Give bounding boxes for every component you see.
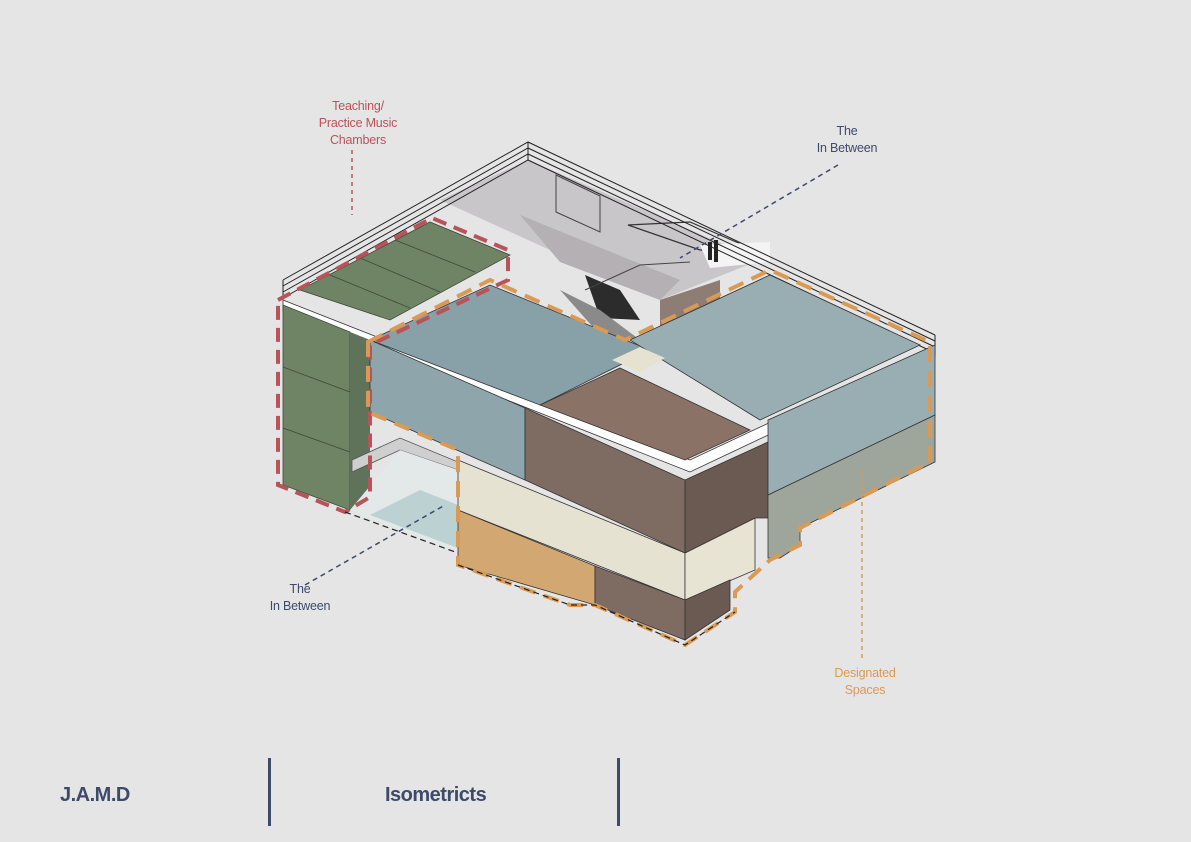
footer-divider [617, 758, 620, 826]
designated-boundary-lower [457, 564, 736, 646]
between-top-leader [679, 164, 839, 259]
footer-brand: J.A.M.D [60, 784, 130, 806]
footer-divider [268, 758, 271, 826]
person-figure-2 [714, 240, 718, 262]
designated-boundary [366, 267, 932, 648]
brown-side [684, 441, 769, 554]
teaching-boundary [276, 215, 510, 515]
stair-area [350, 437, 459, 553]
in-between-top-label: The In Between [816, 124, 878, 155]
teaching-chambers-label: Teaching/ Practice Music Chambers [318, 99, 398, 147]
person-figure-1 [708, 242, 712, 260]
blue-roof-right [629, 274, 921, 421]
in-between-bottom-label: The In Between [269, 582, 331, 613]
designated-spaces-label: Designated Spaces [834, 666, 896, 697]
cream-tile [612, 347, 665, 372]
footer-title: Isometricts [385, 784, 487, 806]
brown-side-low [684, 579, 731, 641]
between-boundary [344, 511, 459, 554]
brown-block-top [538, 367, 751, 461]
interior [440, 160, 770, 340]
